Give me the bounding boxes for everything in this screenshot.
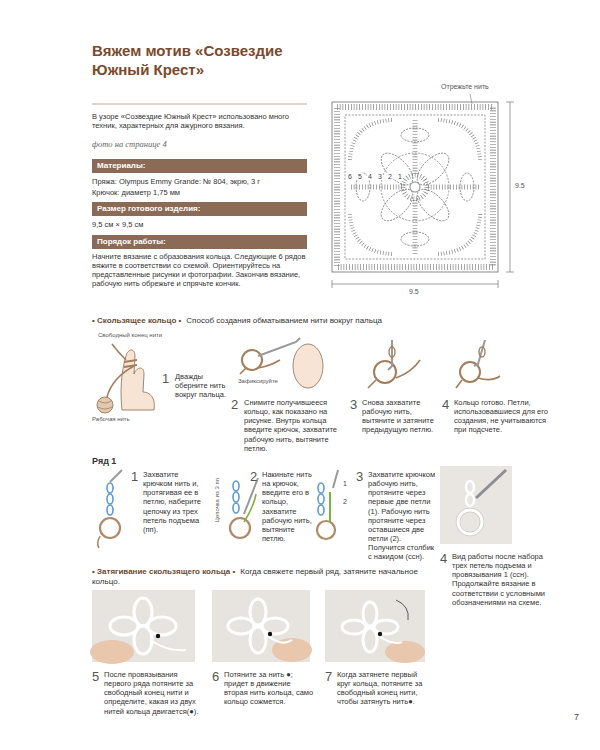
step-text: Дважды оберните нить вокруг пальца. bbox=[175, 372, 230, 399]
photo bbox=[90, 590, 195, 664]
section-heading: Материалы: bbox=[92, 159, 307, 173]
dimension: 9.5 bbox=[408, 288, 420, 296]
title-rule bbox=[92, 104, 307, 105]
round-number: 2 bbox=[387, 173, 393, 180]
section-title: • Скользящее кольцо • bbox=[92, 316, 181, 325]
step-number: 3 bbox=[356, 470, 363, 483]
step-text: Накиньте нить на крючок, введите его в к… bbox=[262, 470, 318, 543]
dimension-lines bbox=[332, 102, 514, 288]
step-text: Вид работы после набора трех петель подъ… bbox=[452, 552, 552, 607]
section-header: • Скользящее кольцо • Способ создания обм… bbox=[92, 316, 512, 326]
step-text: Кольцо готово. Петли, использовавшиеся д… bbox=[454, 398, 554, 435]
step-number: 1 bbox=[131, 470, 138, 483]
step-text: Потяните за нить ●; придет в движение вт… bbox=[224, 670, 316, 707]
hand-illustration bbox=[97, 344, 154, 413]
step-number: 5 bbox=[92, 670, 99, 683]
callout-label: Свободный конец нити bbox=[98, 332, 162, 339]
step-number: 4 bbox=[440, 552, 447, 565]
callout-number: 1 bbox=[342, 480, 348, 487]
step-number: 2 bbox=[231, 398, 238, 411]
materials-line: Крючок: диаметр 1,75 мм bbox=[92, 188, 307, 197]
photo bbox=[212, 590, 312, 662]
page-title: Вяжем мотив «Созвездие Южный Крест» bbox=[92, 42, 312, 80]
round-number: 6 bbox=[347, 173, 353, 180]
round-number: 1 bbox=[397, 173, 403, 180]
size-text: 9,5 см × 9,5 см bbox=[92, 220, 143, 229]
step-text: Захватите крючком нить и, протягивая ее … bbox=[143, 470, 205, 534]
step-number: 2 bbox=[250, 470, 257, 483]
photo bbox=[325, 590, 425, 663]
dimension: 9.5 bbox=[514, 182, 526, 190]
section-heading: Порядок работы: bbox=[92, 235, 307, 249]
step-number: 3 bbox=[350, 398, 357, 411]
step-number: 1 bbox=[162, 372, 169, 385]
section-heading: Размер готового изделия: bbox=[92, 202, 307, 216]
intro-text: В узоре «Созвездие Южный Крест» использо… bbox=[92, 112, 307, 130]
chart-note: Отрежьте нить bbox=[440, 83, 490, 91]
round-number: 3 bbox=[377, 173, 383, 180]
step-number: 7 bbox=[325, 670, 332, 683]
page-number: 7 bbox=[574, 712, 579, 723]
step-text: После провязывания первого ряда потяните… bbox=[104, 670, 204, 716]
round-number: 5 bbox=[357, 173, 363, 180]
leader-line bbox=[470, 94, 472, 104]
section-band: Порядок работы: bbox=[92, 235, 307, 249]
step-text: Когда затянете первый круг кольца, потян… bbox=[337, 670, 432, 707]
materials-line: Пряжа: Olympus Emmy Grande: № 804, экрю,… bbox=[92, 177, 307, 186]
callout-label: Рабочая нить bbox=[92, 416, 130, 423]
step-text: Снова захватите рабочую нить, вытяните и… bbox=[362, 398, 437, 435]
section-title: • Затягивание скользящего кольца • bbox=[92, 567, 235, 576]
photo-reference: фото на странице 4 bbox=[92, 139, 167, 149]
round-number: 4 bbox=[367, 173, 373, 180]
callout-number: 2 bbox=[342, 498, 348, 505]
step-text: Захватите крючком рабочую нить, протянит… bbox=[368, 470, 436, 561]
callout-label: Цепочка из 3 пп bbox=[214, 473, 221, 528]
callout-label: Зафиксируйте bbox=[238, 378, 278, 385]
section-subtitle: Способ создания обматыванием нити вокруг… bbox=[186, 316, 382, 325]
section-band: Размер готового изделия: bbox=[92, 202, 307, 216]
step-number: 6 bbox=[212, 670, 219, 683]
section-header: • Затягивание скользящего кольца •Когда … bbox=[92, 567, 437, 588]
crochet-chart bbox=[332, 102, 498, 272]
ring-illustration bbox=[240, 338, 500, 388]
photo bbox=[440, 466, 512, 544]
section-band: Материалы: bbox=[92, 159, 307, 173]
row-heading: Ряд 1 bbox=[92, 456, 116, 467]
step-text: Снимите получившееся кольцо, как показан… bbox=[244, 398, 344, 453]
step-number: 4 bbox=[442, 398, 449, 411]
instructions-text: Начните вязание с образования кольца. Сл… bbox=[92, 252, 307, 289]
row-illustration bbox=[98, 470, 338, 548]
